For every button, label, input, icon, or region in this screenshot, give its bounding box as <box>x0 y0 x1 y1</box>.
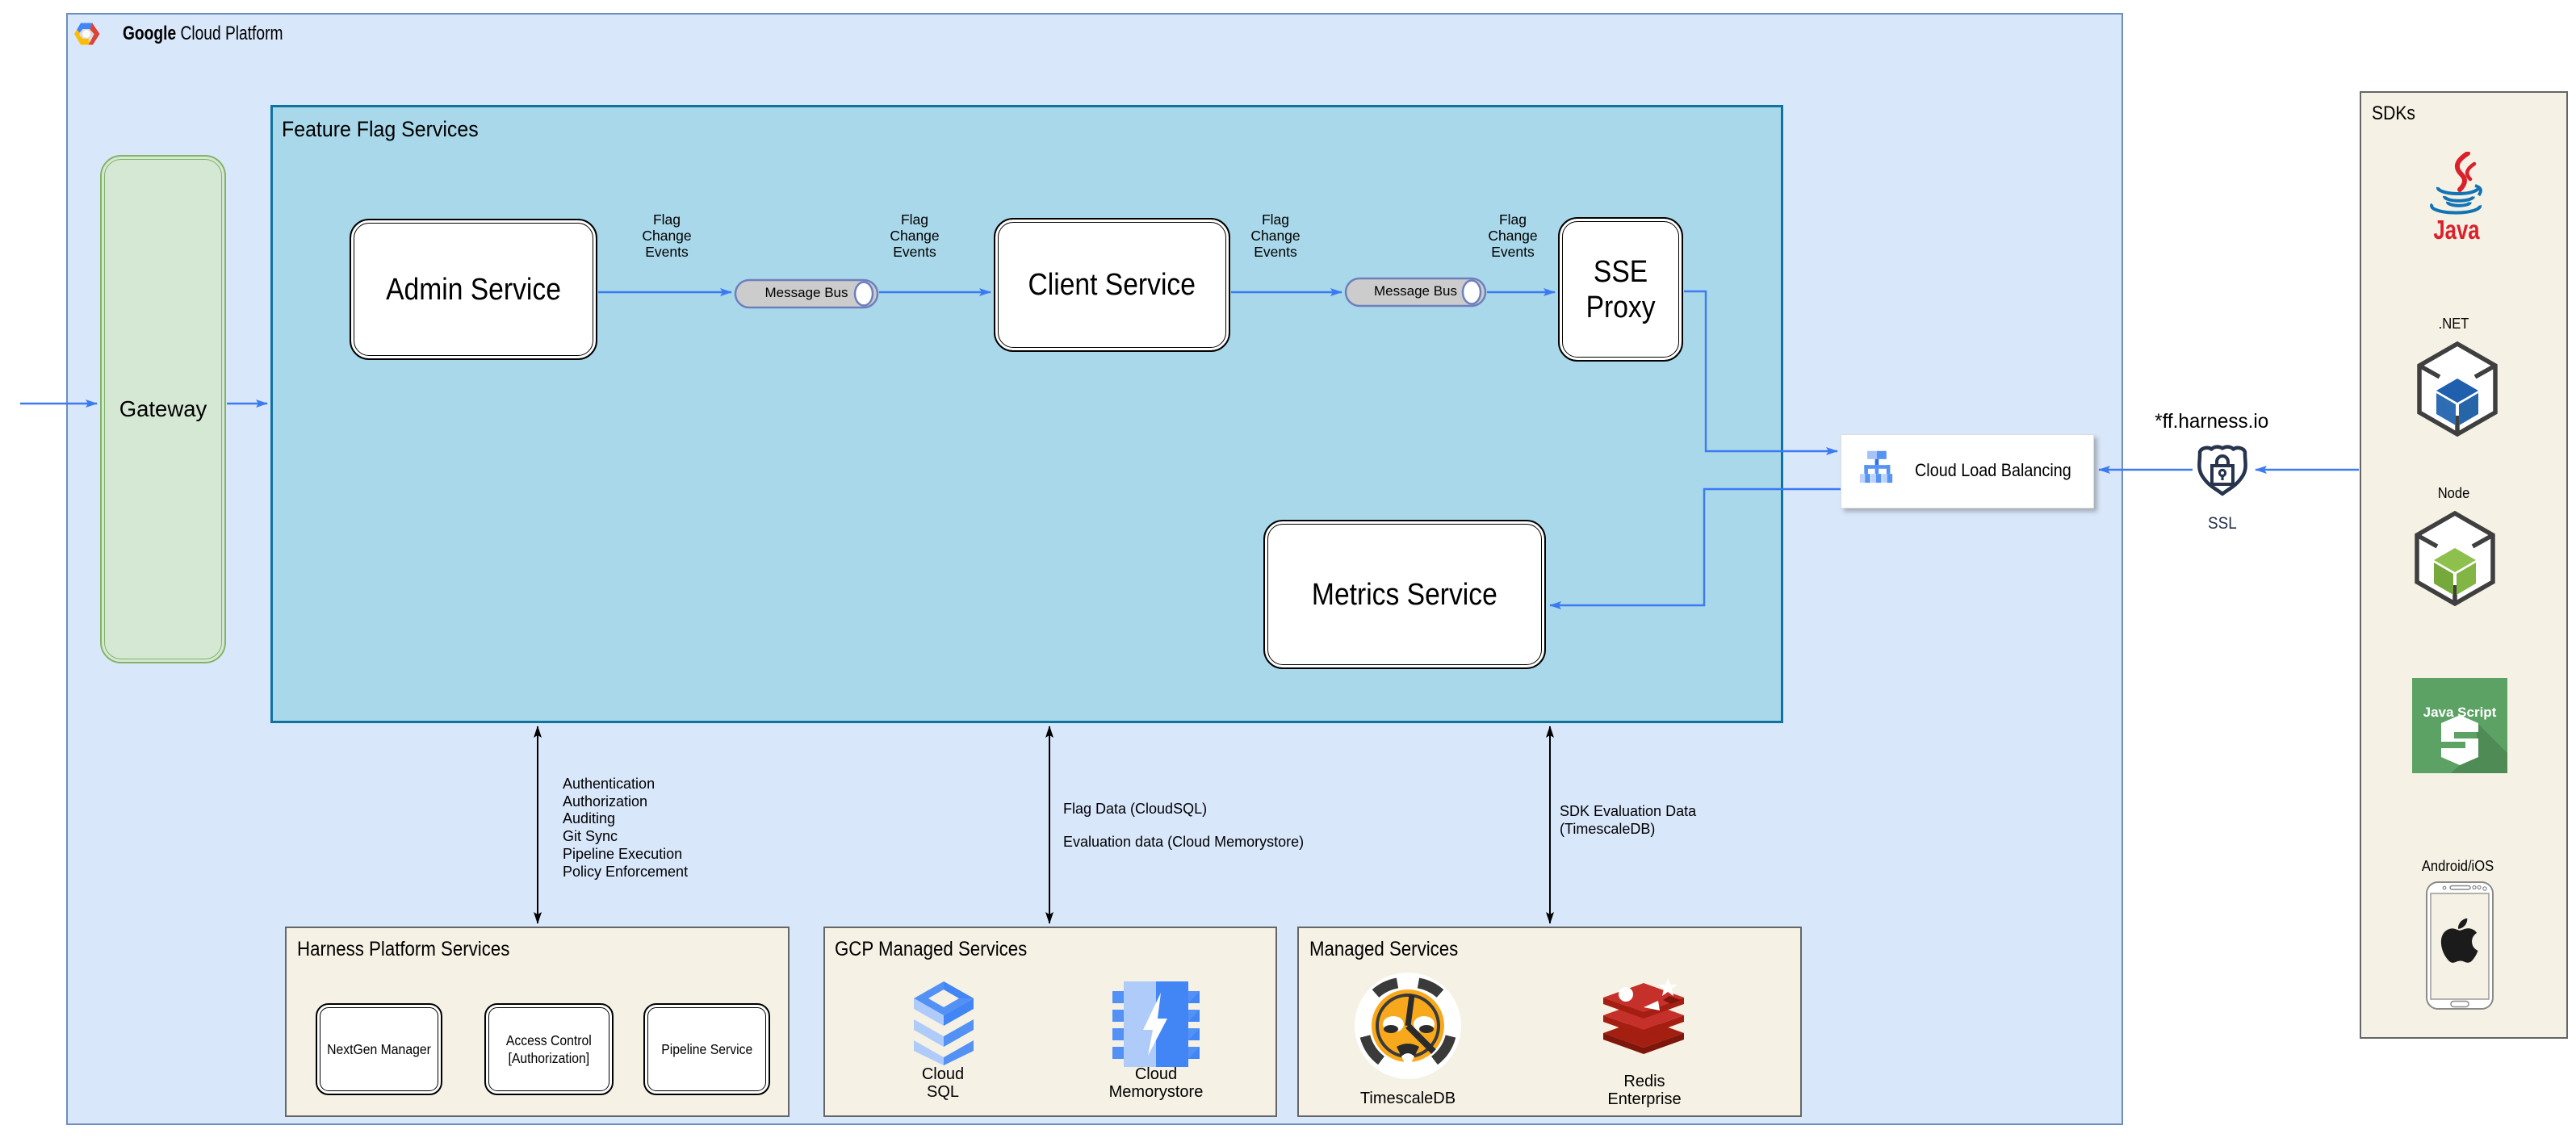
svg-text:Java: Java <box>2433 215 2480 242</box>
svg-text:Java Script: Java Script <box>2423 705 2497 720</box>
